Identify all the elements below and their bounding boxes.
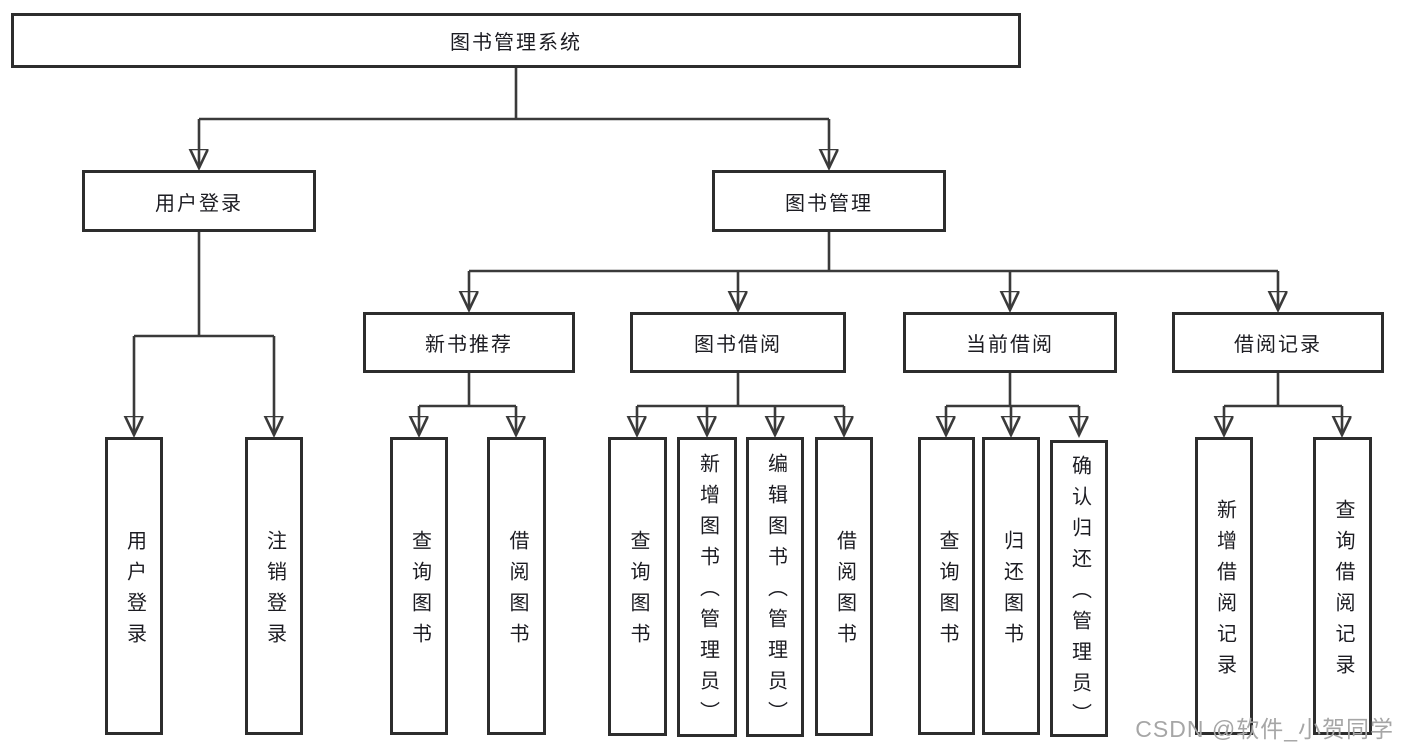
- node-label: 新增借阅记录: [1213, 498, 1236, 685]
- node-label: 用户登录: [155, 192, 243, 215]
- node-label: 确认归还（管理员）: [1068, 454, 1091, 734]
- node-book-management: 图书管理: [712, 170, 946, 232]
- leaf-borrowing-borrow-books: 借阅图书: [815, 437, 873, 736]
- node-book-borrowing: 图书借阅: [630, 312, 846, 373]
- csdn-watermark: CSDN @软件_小贺同学: [1135, 716, 1394, 742]
- edges-new-book-recommendation-children: [419, 371, 516, 435]
- node-label: 图书管理: [785, 192, 873, 215]
- node-label: 注销登录: [263, 529, 286, 654]
- node-label: 查询图书: [627, 530, 649, 654]
- node-label: 借阅图书: [833, 530, 856, 654]
- node-label: 借阅图书: [506, 529, 528, 654]
- node-label: 新书推荐: [425, 334, 513, 356]
- edges-current-borrowing-children: [946, 371, 1079, 435]
- node-label: 查询图书: [936, 529, 958, 654]
- node-label: 编辑图书（管理员）: [764, 453, 787, 732]
- leaf-records-query-borrow-record: 查询借阅记录: [1313, 437, 1372, 735]
- node-library-management-system: 图书管理系统: [11, 13, 1021, 68]
- node-borrowing-records: 借阅记录: [1172, 312, 1384, 373]
- node-label: 图书借阅: [694, 334, 782, 356]
- edges-book-borrowing-children: [637, 371, 844, 435]
- node-label: 当前借阅: [966, 334, 1054, 356]
- leaf-user-login: 用户登录: [105, 437, 163, 735]
- node-label: 图书管理系统: [450, 32, 582, 54]
- leaf-current-query-books: 查询图书: [918, 437, 975, 735]
- node-label: 查询借阅记录: [1332, 498, 1354, 685]
- leaf-borrowing-query-books: 查询图书: [608, 437, 667, 736]
- leaf-current-confirm-return-admin: 确认归还（管理员）: [1050, 440, 1108, 737]
- node-new-book-recommendation: 新书推荐: [363, 312, 575, 373]
- leaf-borrowing-edit-books-admin: 编辑图书（管理员）: [746, 437, 804, 737]
- leaf-recommend-borrow-books: 借阅图书: [487, 437, 546, 735]
- node-label: 用户登录: [123, 529, 146, 654]
- node-label: 归还图书: [1000, 529, 1023, 654]
- leaf-borrowing-add-books-admin: 新增图书（管理员）: [677, 437, 737, 737]
- leaf-current-return-books: 归还图书: [982, 437, 1040, 735]
- node-label: 新增图书（管理员）: [696, 453, 719, 732]
- leaf-recommend-query-books: 查询图书: [390, 437, 448, 735]
- edges-root-to-level2: [199, 66, 829, 168]
- leaf-logout-login: 注销登录: [245, 437, 303, 735]
- edges-book-management-children: [469, 230, 1278, 310]
- leaf-records-add-borrow-record: 新增借阅记录: [1195, 437, 1253, 735]
- node-user-login: 用户登录: [82, 170, 316, 232]
- node-label: 借阅记录: [1234, 334, 1322, 356]
- node-label: 查询图书: [408, 529, 431, 654]
- node-current-borrowing: 当前借阅: [903, 312, 1117, 373]
- edges-user-login-children: [134, 230, 274, 435]
- edges-borrowing-records-children: [1224, 371, 1342, 435]
